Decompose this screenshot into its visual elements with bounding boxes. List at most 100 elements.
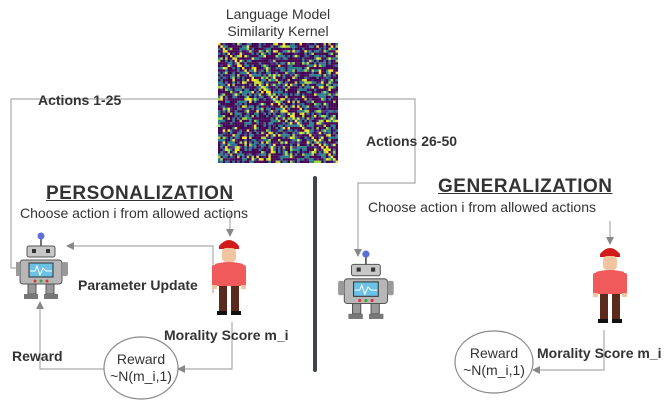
- left-morality-score-label: Morality Score m_i: [164, 327, 289, 343]
- heatmap-cell: [256, 95, 259, 99]
- heatmap-cell: [268, 143, 271, 147]
- heatmap-cell: [270, 100, 274, 104]
- heatmap-cell: [285, 43, 288, 46]
- heatmap-cell: [290, 62, 293, 65]
- heatmap-cell: [218, 112, 221, 116]
- heatmap-cell: [304, 67, 307, 70]
- heatmap-cell: [294, 105, 298, 108]
- heatmap-cell: [330, 110, 334, 113]
- heatmap-cell: [330, 47, 334, 51]
- heatmap-cell: [292, 79, 295, 82]
- heatmap-cell: [261, 79, 264, 82]
- heatmap-cell: [234, 153, 238, 156]
- heatmap-cell: [278, 91, 281, 94]
- heatmap-cell: [299, 124, 303, 128]
- heatmap-cell: [280, 88, 283, 92]
- heatmap-cell: [299, 143, 303, 147]
- heatmap-cell: [239, 95, 243, 99]
- heatmap-cell: [311, 57, 315, 60]
- heatmap-cell: [318, 107, 322, 111]
- heatmap-cell: [227, 151, 231, 154]
- heatmap-cell: [294, 67, 298, 70]
- heatmap-cell: [266, 146, 269, 149]
- heatmap-cell: [270, 93, 274, 96]
- heatmap-cell: [266, 93, 269, 96]
- heatmap-cell: [292, 71, 295, 75]
- heatmap-cell: [309, 158, 312, 161]
- heatmap-cell: [294, 129, 298, 132]
- heatmap-cell: [263, 93, 267, 96]
- heatmap-cell: [282, 129, 286, 132]
- heatmap-cell: [280, 143, 283, 147]
- heatmap-cell: [282, 115, 286, 118]
- heatmap-cell: [242, 79, 245, 82]
- heatmap-cell: [311, 55, 315, 58]
- heatmap-cell: [302, 122, 305, 125]
- heatmap-cell: [302, 83, 305, 87]
- heatmap-cell: [249, 127, 252, 130]
- heatmap-cell: [304, 160, 307, 163]
- heatmap-cell: [268, 129, 271, 132]
- heatmap-cell: [239, 134, 243, 137]
- heatmap-cell: [280, 119, 283, 123]
- heatmap-cell: [234, 76, 238, 80]
- heatmap-cell: [297, 160, 300, 163]
- heatmap-cell: [230, 141, 233, 144]
- heatmap-cell: [218, 131, 221, 135]
- heatmap-cell: [232, 67, 235, 70]
- heatmap-cell: [321, 83, 324, 87]
- heatmap-cell: [230, 119, 233, 123]
- heatmap-cell: [285, 148, 288, 152]
- heatmap-cell: [273, 146, 276, 149]
- heatmap-cell: [230, 146, 233, 149]
- heatmap-cell: [225, 153, 228, 156]
- heatmap-cell: [323, 158, 327, 161]
- heatmap-cell: [333, 119, 336, 123]
- heatmap-cell: [278, 62, 281, 65]
- heatmap-cell: [246, 83, 250, 87]
- heatmap-cell: [254, 100, 257, 104]
- heatmap-cell: [297, 93, 300, 96]
- heatmap-cell: [292, 122, 295, 125]
- heatmap-cell: [246, 105, 250, 108]
- heatmap-cell: [218, 127, 221, 130]
- heatmap-cell: [306, 110, 310, 113]
- heatmap-cell: [218, 143, 221, 147]
- heatmap-cell: [218, 76, 221, 80]
- heatmap-cell: [261, 67, 264, 70]
- heatmap-cell: [330, 117, 334, 120]
- heatmap-cell: [314, 127, 317, 130]
- heatmap-cell: [239, 117, 243, 120]
- heatmap-cell: [335, 141, 338, 144]
- heatmap-cell: [261, 59, 264, 63]
- heatmap-cell: [330, 158, 334, 161]
- heatmap-cell: [230, 158, 233, 161]
- heatmap-cell: [333, 45, 336, 48]
- heatmap-cell: [335, 100, 338, 104]
- heatmap-cell: [256, 83, 259, 87]
- heatmap-cell: [314, 88, 317, 92]
- heatmap-cell: [282, 79, 286, 82]
- heatmap-cell: [232, 124, 235, 128]
- heatmap-cell: [335, 151, 338, 154]
- heatmap-cell: [309, 59, 312, 63]
- heatmap-cell: [275, 117, 279, 120]
- heatmap-cell: [333, 151, 336, 154]
- heatmap-cell: [270, 71, 274, 75]
- heatmap-cell: [249, 117, 252, 120]
- heatmap-cell: [273, 117, 276, 120]
- heatmap-cell: [316, 155, 319, 159]
- heatmap-cell: [285, 115, 288, 118]
- heatmap-cell: [268, 139, 271, 142]
- heatmap-cell: [333, 59, 336, 63]
- heatmap-cell: [237, 74, 240, 77]
- heatmap-cell: [266, 81, 269, 84]
- heatmap-cell: [244, 45, 247, 48]
- heatmap-cell: [222, 74, 226, 77]
- heatmap-cell: [246, 155, 250, 159]
- heatmap-cell: [314, 155, 317, 159]
- heatmap-cell: [218, 119, 221, 123]
- heatmap-cell: [242, 105, 245, 108]
- heatmap-cell: [268, 76, 271, 80]
- heatmap-cell: [316, 160, 319, 163]
